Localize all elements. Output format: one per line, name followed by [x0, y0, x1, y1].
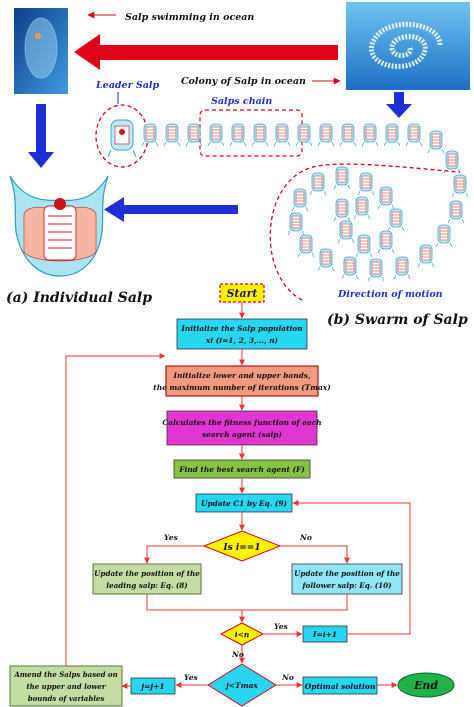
blue-arrow-right-down [386, 92, 412, 118]
amend-line1: Amend the Salps based on [13, 670, 117, 679]
end-oval [397, 672, 455, 698]
leading-box [92, 563, 202, 595]
bounds-box [165, 365, 319, 397]
arrow-follower-merge [242, 594, 348, 611]
optimal-label: Optimal solution [305, 682, 376, 691]
arrow-leading-merge [146, 594, 245, 623]
no2-label: No [231, 650, 244, 659]
amend-line2: the upper and lower [26, 682, 106, 691]
j-inc-label: j=j+1 [139, 682, 164, 691]
leading-line2: leading salp: Eq. (8) [106, 581, 187, 590]
arrow-no1 [280, 545, 350, 564]
colony-label: Colony of Salp in ocean [181, 76, 306, 87]
follower-box [291, 563, 403, 595]
yes2-label: Yes [274, 622, 288, 631]
start-label: Start [226, 287, 257, 300]
decision-jt [207, 663, 277, 707]
direction-curve [269, 163, 461, 301]
i-inc-label: I=i+1 [312, 630, 337, 639]
no3-label: No [281, 673, 294, 682]
blue-arrow-left [104, 197, 238, 222]
blue-arrow-left-down [28, 104, 54, 168]
end-label: End [413, 679, 438, 692]
init-pop-box [176, 318, 308, 350]
leading-line1: Update the position of the [94, 569, 200, 578]
bounds-line1: Initialize lower and upper bands, [172, 371, 310, 380]
decision-jt-label: j<Tmax [224, 681, 258, 690]
big-red-arrow [74, 34, 338, 70]
swimming-label: Salp swimming in ocean [125, 12, 254, 23]
leader-label: Leader Salp [95, 80, 160, 91]
arrow-loop-c1 [292, 500, 411, 635]
salp-photo [14, 8, 68, 94]
init-pop-line2: xi (i=1, 2, 3,…, n) [205, 336, 278, 345]
best-label: Find the best search agent (F) [178, 465, 305, 474]
arrow-loop-bounds [65, 353, 166, 666]
fitness-box [166, 410, 318, 446]
follower-line1: Update the position of the [294, 569, 400, 578]
colony-photo [346, 2, 470, 90]
amend-line3: bounds of variables [28, 694, 105, 703]
start-box [219, 283, 265, 303]
update-c1-box [195, 493, 293, 513]
init-pop-line1: Initialize the Salp population [180, 324, 302, 333]
decision-i1-label: Is i==1 [222, 543, 260, 553]
fitness-line2: search agent (salp) [202, 430, 282, 439]
yes3-label: Yes [184, 673, 198, 682]
direction-label: Direction of motion [337, 289, 443, 300]
arrow-yes1 [144, 545, 204, 564]
chain-label: Salps chain [211, 96, 272, 107]
swarm-caption: (b) Swarm of Salp [327, 312, 468, 328]
yes1-label: Yes [164, 533, 178, 542]
decision-i1 [202, 530, 282, 562]
bounds-line2: the maximum number of iterations (Tmax) [153, 383, 331, 392]
update-c1-label: Update C1 by Eq. (9) [201, 499, 287, 508]
individual-caption: (a) Individual Salp [6, 290, 152, 306]
no1-label: No [299, 533, 312, 542]
individual-salp [9, 175, 109, 277]
follower-line2: follower salp: Eq. (10) [301, 581, 391, 590]
leader-salp [107, 119, 137, 158]
salp-chain [141, 123, 469, 282]
fitness-line1: Calculates the fitness function of each [162, 418, 321, 427]
decision-ilen-label: i<n [235, 630, 250, 639]
